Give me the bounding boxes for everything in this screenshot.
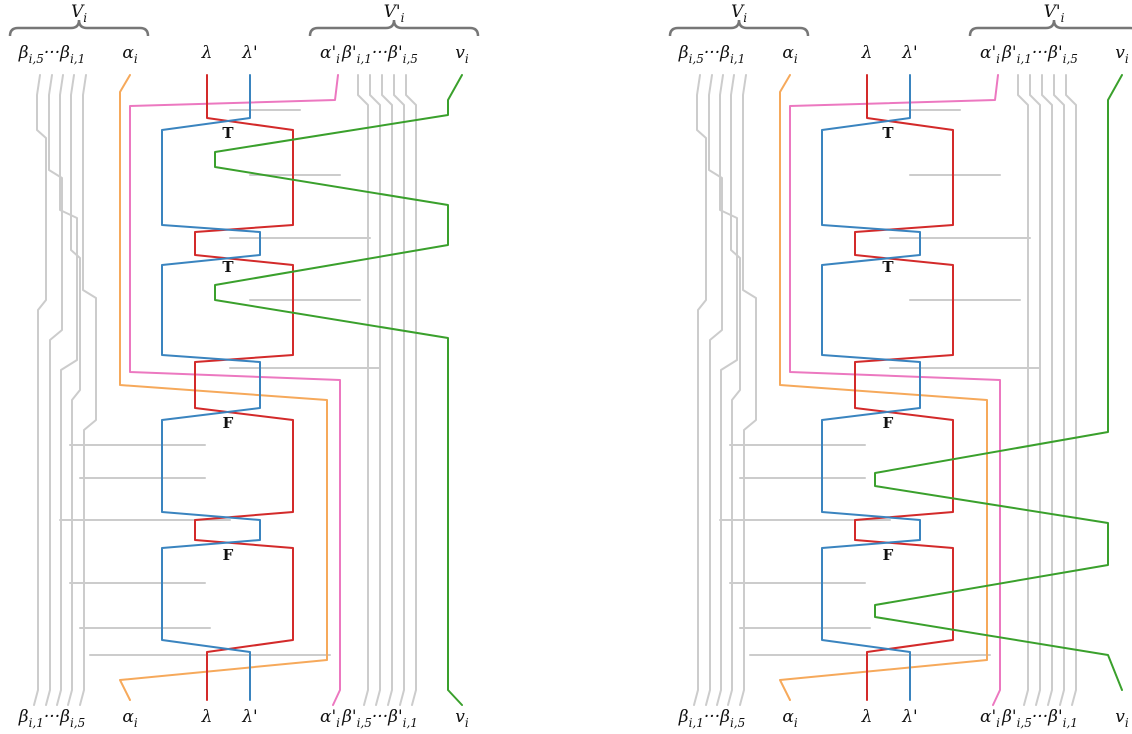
orange-alpha-wire: [779, 74, 988, 701]
pink-alpha-prime-wire: [789, 74, 1001, 706]
gray-wire-left: [727, 74, 741, 706]
blue-lambda-prime-wire: [821, 74, 921, 701]
brace-right-group: [308, 19, 480, 37]
bottom-label: αi: [122, 707, 137, 730]
bottom-label: βi,1···βi,5: [18, 707, 85, 730]
top-label: vi: [455, 43, 469, 66]
bottom-label: αi: [782, 707, 797, 730]
bottom-label: α'i: [320, 707, 340, 730]
top-label: λ': [901, 43, 917, 63]
orange-alpha-wire: [119, 74, 328, 701]
bottom-label: λ': [901, 707, 917, 727]
bottom-label: λ': [241, 707, 257, 727]
gray-wire-left: [739, 74, 757, 706]
bottom-label: β'i,5···β'i,1: [1001, 707, 1078, 730]
top-label: βi,5···βi,1: [678, 43, 745, 66]
top-label: λ: [201, 43, 213, 63]
gray-wire-right: [1017, 74, 1029, 706]
bottom-label: λ: [201, 707, 213, 727]
brace-left-group: [8, 19, 150, 37]
brace-left-group: [668, 19, 810, 37]
bottom-label: α'i: [980, 707, 1000, 730]
gadget-mark: T: [882, 124, 894, 142]
gray-wire-right: [357, 74, 369, 706]
gray-wire-right: [1053, 74, 1065, 706]
top-label: β'i,1···β'i,5: [341, 43, 418, 66]
gray-wire-right: [1065, 74, 1077, 706]
top-label: vi: [1115, 43, 1129, 66]
top-label: λ: [861, 43, 873, 63]
group-label-right: V'i: [1044, 2, 1065, 25]
gray-wire-left: [79, 74, 97, 706]
pink-alpha-prime-wire: [129, 74, 341, 706]
bottom-label: vi: [455, 707, 469, 730]
gadget-mark: T: [222, 124, 234, 142]
red-lambda-wire: [854, 74, 954, 701]
gray-wire-left: [705, 74, 723, 706]
bottom-label: β'i,5···β'i,1: [341, 707, 418, 730]
gray-wire-left: [56, 74, 78, 706]
top-label: αi: [782, 43, 797, 66]
group-label-left: Vi: [71, 2, 87, 25]
gray-wire-left: [33, 74, 47, 706]
top-label: α'i: [980, 43, 1000, 66]
top-label: α'i: [320, 43, 340, 66]
gray-wire-left: [716, 74, 738, 706]
gray-wire-left: [693, 74, 707, 706]
blue-lambda-prime-wire: [161, 74, 261, 701]
gadget-mark: F: [883, 546, 894, 564]
gray-wire-left: [67, 74, 81, 706]
red-lambda-wire: [194, 74, 294, 701]
bottom-label: vi: [1115, 707, 1129, 730]
gray-wire-right: [393, 74, 405, 706]
gadget-mark: F: [223, 414, 234, 432]
gray-wire-right: [1041, 74, 1053, 706]
gadget-mark: T: [222, 258, 234, 276]
gadget-mark: T: [882, 258, 894, 276]
group-label-right: V'i: [384, 2, 405, 25]
top-label: βi,5···βi,1: [18, 43, 85, 66]
group-label-left: Vi: [731, 2, 747, 25]
gadget-mark: F: [223, 546, 234, 564]
bottom-label: βi,1···βi,5: [678, 707, 745, 730]
gray-wire-right: [405, 74, 417, 706]
gray-wire-left: [45, 74, 63, 706]
top-label: λ': [241, 43, 257, 63]
gray-wire-right: [1029, 74, 1041, 706]
top-label: β'i,1···β'i,5: [1001, 43, 1078, 66]
bottom-label: λ: [861, 707, 873, 727]
gadget-mark: F: [883, 414, 894, 432]
green-v-wire: [214, 74, 463, 706]
gray-wire-right: [369, 74, 381, 706]
gray-wire-right: [381, 74, 393, 706]
top-label: αi: [122, 43, 137, 66]
brace-right-group: [968, 19, 1132, 37]
green-v-wire: [874, 74, 1123, 691]
